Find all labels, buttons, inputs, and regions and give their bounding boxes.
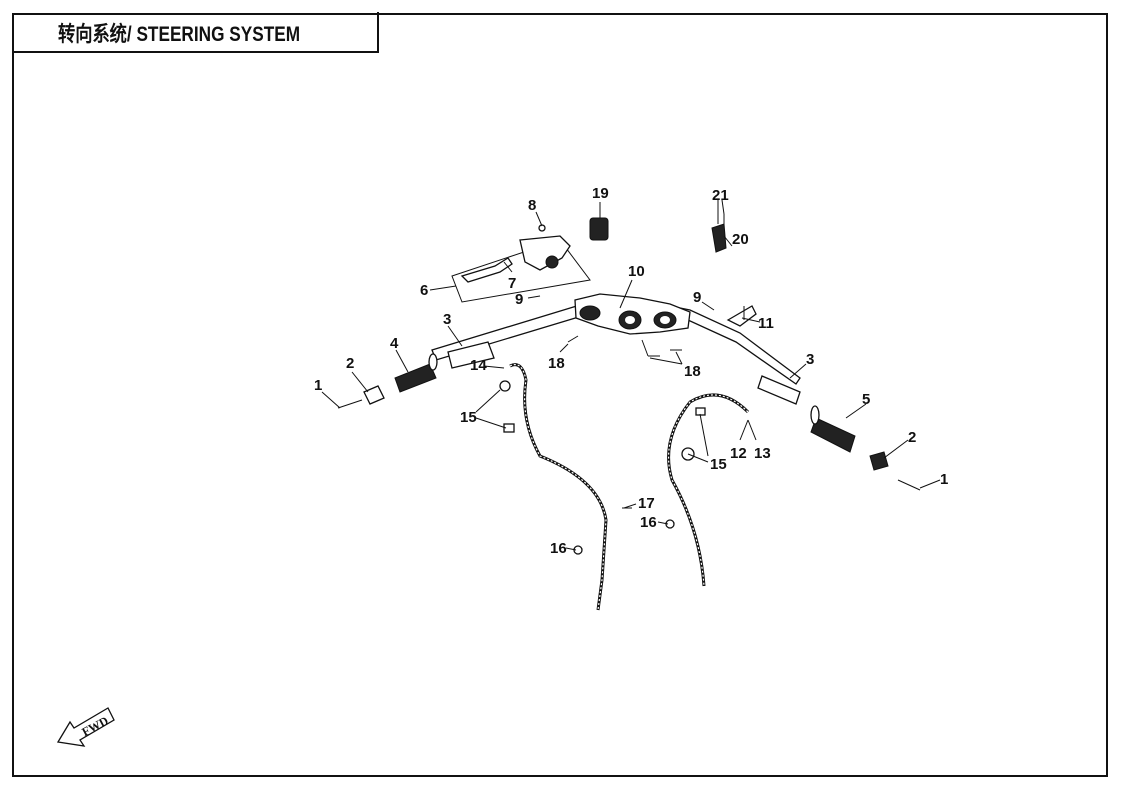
right-bar-sleeve xyxy=(757,375,801,405)
callout-1: 1 xyxy=(314,377,322,394)
left-grip xyxy=(394,353,438,393)
callout-5: 5 xyxy=(862,391,870,408)
lever-assembly xyxy=(451,224,591,303)
left-cable xyxy=(509,363,608,611)
callout-2: 2 xyxy=(346,355,354,372)
right-end-screw xyxy=(897,479,921,491)
callout-16: 16 xyxy=(640,514,657,531)
right-cable xyxy=(667,393,750,587)
callout-21: 21 xyxy=(712,187,729,204)
callout-13: 13 xyxy=(754,445,771,462)
switch-housing xyxy=(589,217,609,241)
left-bar-sleeve xyxy=(447,341,495,369)
callout-19: 19 xyxy=(592,185,609,202)
left-end-screw xyxy=(337,399,363,409)
callout-18: 18 xyxy=(548,355,565,372)
callout-17: 17 xyxy=(638,495,655,512)
callout-14: 14 xyxy=(470,357,487,374)
callout-8: 8 xyxy=(528,197,536,214)
callout-9: 9 xyxy=(693,289,701,306)
callout-7: 7 xyxy=(508,275,516,292)
callout-15: 15 xyxy=(710,456,727,473)
callout-1: 1 xyxy=(940,471,948,488)
title-tick xyxy=(377,12,379,20)
right-bar-end xyxy=(869,451,889,471)
left-bar-end xyxy=(363,385,385,405)
page-title: 转向系统/ STEERING SYSTEM xyxy=(58,23,301,46)
clamp-bolts xyxy=(567,335,682,357)
diagram-frame xyxy=(12,13,1108,777)
callouts: 1 1 2 2 3 3 4 5 6 7 8 9 9 10 11 12 13 14… xyxy=(314,185,948,557)
callout-2: 2 xyxy=(908,429,916,446)
callout-3: 3 xyxy=(806,351,814,368)
callout-12: 12 xyxy=(730,445,747,462)
callout-9: 9 xyxy=(515,291,523,308)
cable-clips xyxy=(499,380,706,555)
handlebar-clamp xyxy=(574,293,691,335)
callout-16: 16 xyxy=(550,540,567,557)
callout-3: 3 xyxy=(443,311,451,328)
callout-20: 20 xyxy=(732,231,749,248)
callout-4: 4 xyxy=(390,335,399,352)
callout-6: 6 xyxy=(420,282,428,299)
title-box: 转向系统/ STEERING SYSTEM xyxy=(12,13,379,53)
callout-10: 10 xyxy=(628,263,645,280)
mount-bracket xyxy=(726,305,757,327)
callout-15: 15 xyxy=(460,409,477,426)
callout-11: 11 xyxy=(758,315,774,332)
fwd-arrow-icon: FWD xyxy=(56,707,115,747)
callout-18: 18 xyxy=(684,363,701,380)
right-grip xyxy=(810,405,856,453)
throttle-housing xyxy=(711,210,727,253)
leader-lines xyxy=(321,199,941,551)
